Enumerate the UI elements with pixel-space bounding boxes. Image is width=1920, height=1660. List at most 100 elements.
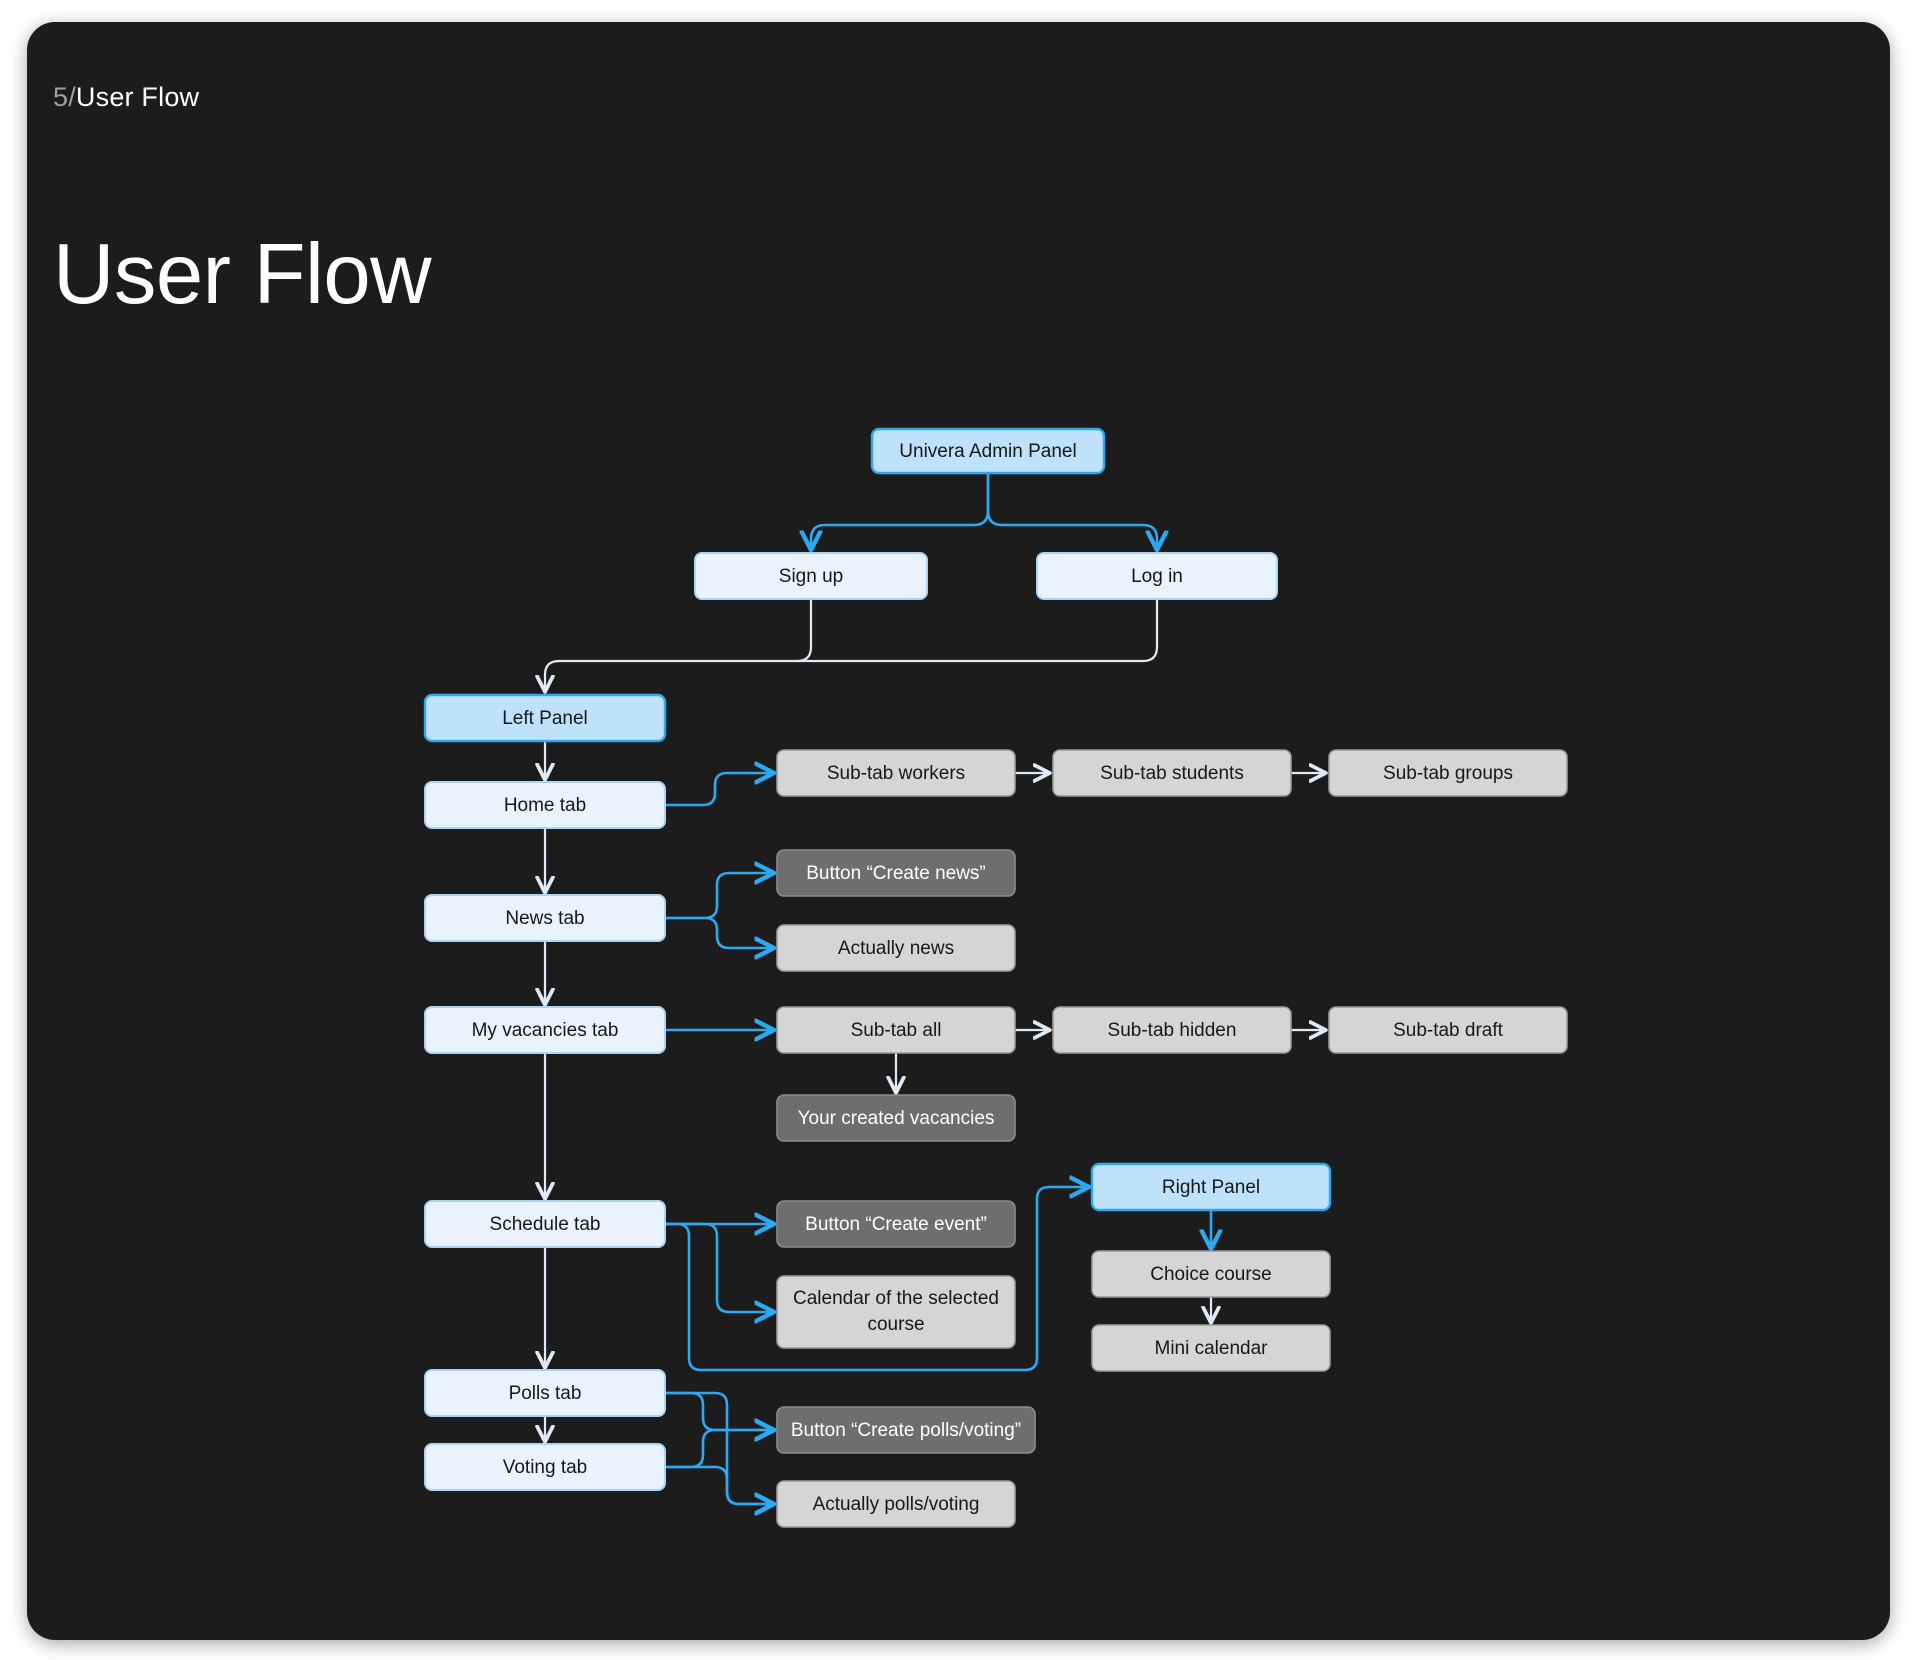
node-label: course (867, 1314, 924, 1335)
flow-node-my-vacancies-tab[interactable]: My vacancies tab (424, 1006, 666, 1054)
flow-node-schedule-tab[interactable]: Schedule tab (424, 1200, 666, 1248)
flow-node-sub-tab-hidden[interactable]: Sub-tab hidden (1052, 1006, 1292, 1054)
node-box (694, 552, 928, 600)
node-label: Sub-tab groups (1383, 763, 1513, 784)
edges-layer (545, 471, 1325, 1504)
flow-node-choice-course[interactable]: Choice course (1091, 1250, 1331, 1298)
flow-node-button-create-event[interactable]: Button “Create event” (776, 1200, 1016, 1248)
edge-voting-to-createpolls (663, 1430, 773, 1469)
node-label: Home tab (504, 795, 586, 816)
node-label: Your created vacancies (798, 1108, 995, 1129)
node-label: Actually polls/voting (813, 1494, 980, 1515)
node-label: Univera Admin Panel (899, 441, 1076, 462)
node-box (776, 1094, 1016, 1142)
node-box (776, 1275, 1016, 1349)
node-label: Sub-tab all (851, 1020, 942, 1041)
flow-node-button-create-polls-voting[interactable]: Button “Create polls/voting” (776, 1406, 1036, 1454)
node-label: My vacancies tab (472, 1020, 619, 1041)
edge-schedule-to-rightpanel (663, 1187, 1088, 1372)
node-label: Button “Create polls/voting” (791, 1420, 1021, 1441)
node-box (1052, 749, 1292, 797)
node-box (423, 693, 667, 743)
flow-node-voting-tab[interactable]: Voting tab (424, 1443, 666, 1491)
flow-node-sub-tab-students[interactable]: Sub-tab students (1052, 749, 1292, 797)
node-box (424, 894, 666, 942)
flow-node-news-tab[interactable]: News tab (424, 894, 666, 942)
slide-canvas: 5/User Flow User Flow Univera Admin Pane… (27, 22, 1890, 1640)
node-label: Sign up (779, 566, 843, 587)
flow-node-univera-admin-panel[interactable]: Univera Admin Panel (870, 427, 1106, 475)
flow-node-right-panel[interactable]: Right Panel (1090, 1162, 1332, 1212)
flow-node-home-tab[interactable]: Home tab (424, 781, 666, 829)
node-box (424, 781, 666, 829)
breadcrumb-label: User Flow (75, 82, 200, 112)
flow-node-sub-tab-groups[interactable]: Sub-tab groups (1328, 749, 1568, 797)
flow-node-button-create-news[interactable]: Button “Create news” (776, 849, 1016, 897)
edge-voting-to-actuallypolls (663, 1465, 773, 1504)
node-label: News tab (505, 908, 584, 929)
node-box (1052, 1006, 1292, 1054)
edge-news-to-actuallynews (663, 916, 773, 948)
breadcrumb: 5/User Flow (53, 82, 199, 113)
flow-node-polls-tab[interactable]: Polls tab (424, 1369, 666, 1417)
edge-login-to-leftpanel (795, 597, 1159, 663)
page-title: User Flow (53, 227, 432, 322)
flow-node-actually-news[interactable]: Actually news (776, 924, 1016, 972)
flow-node-your-created-vacancies[interactable]: Your created vacancies (776, 1094, 1016, 1142)
node-label: Schedule tab (490, 1214, 601, 1235)
node-box (1091, 1250, 1331, 1298)
node-label: Right Panel (1162, 1177, 1260, 1198)
node-box (424, 1200, 666, 1248)
node-box (776, 924, 1016, 972)
flow-node-sub-tab-workers[interactable]: Sub-tab workers (776, 749, 1016, 797)
edge-news-to-createnews (663, 873, 773, 920)
node-label: Sub-tab students (1100, 763, 1244, 784)
node-label: Log in (1131, 566, 1183, 587)
flow-node-calendar-selected-course[interactable]: Calendar of the selected course (776, 1275, 1016, 1349)
flow-node-left-panel[interactable]: Left Panel (423, 693, 667, 743)
node-label: Left Panel (502, 708, 588, 729)
node-box (424, 1369, 666, 1417)
flow-node-mini-calendar[interactable]: Mini calendar (1091, 1324, 1331, 1372)
edge-polls-to-createpolls (663, 1391, 773, 1430)
edge-admin-to-login (986, 471, 1157, 549)
node-label: Button “Create news” (806, 863, 986, 884)
edge-signup-to-leftpanel (545, 597, 813, 691)
node-label: Polls tab (509, 1383, 582, 1404)
flow-node-sign-up[interactable]: Sign up (694, 552, 928, 600)
edge-admin-to-signup (811, 471, 990, 549)
flow-node-sub-tab-draft[interactable]: Sub-tab draft (1328, 1006, 1568, 1054)
node-box (776, 1480, 1016, 1528)
node-box (776, 1200, 1016, 1248)
edge-home-to-workers (663, 773, 773, 807)
breadcrumb-number: 5/ (53, 82, 76, 112)
edge-polls-to-actuallypolls (663, 1391, 773, 1504)
node-box (1090, 1162, 1332, 1212)
node-label: Choice course (1150, 1264, 1271, 1285)
node-box (1036, 552, 1278, 600)
node-label: Calendar of the selected (793, 1288, 999, 1309)
node-box (1328, 1006, 1568, 1054)
node-box (424, 1443, 666, 1491)
node-label: Sub-tab hidden (1108, 1020, 1237, 1041)
node-box (1328, 749, 1568, 797)
flow-node-sub-tab-all[interactable]: Sub-tab all (776, 1006, 1016, 1054)
flow-node-log-in[interactable]: Log in (1036, 552, 1278, 600)
node-label: Sub-tab draft (1393, 1020, 1504, 1041)
flow-node-actually-polls-voting[interactable]: Actually polls/voting (776, 1480, 1016, 1528)
node-box (424, 1006, 666, 1054)
node-label: Sub-tab workers (827, 763, 965, 784)
edge-schedule-to-calendar (663, 1222, 773, 1312)
node-box (776, 749, 1016, 797)
node-box (776, 1406, 1036, 1454)
node-label: Actually news (838, 938, 954, 959)
node-box (776, 849, 1016, 897)
node-box (870, 427, 1106, 475)
node-box (1091, 1324, 1331, 1372)
node-box (776, 1006, 1016, 1054)
node-label: Button “Create event” (805, 1214, 987, 1235)
node-label: Mini calendar (1155, 1338, 1269, 1359)
node-label: Voting tab (503, 1457, 588, 1478)
